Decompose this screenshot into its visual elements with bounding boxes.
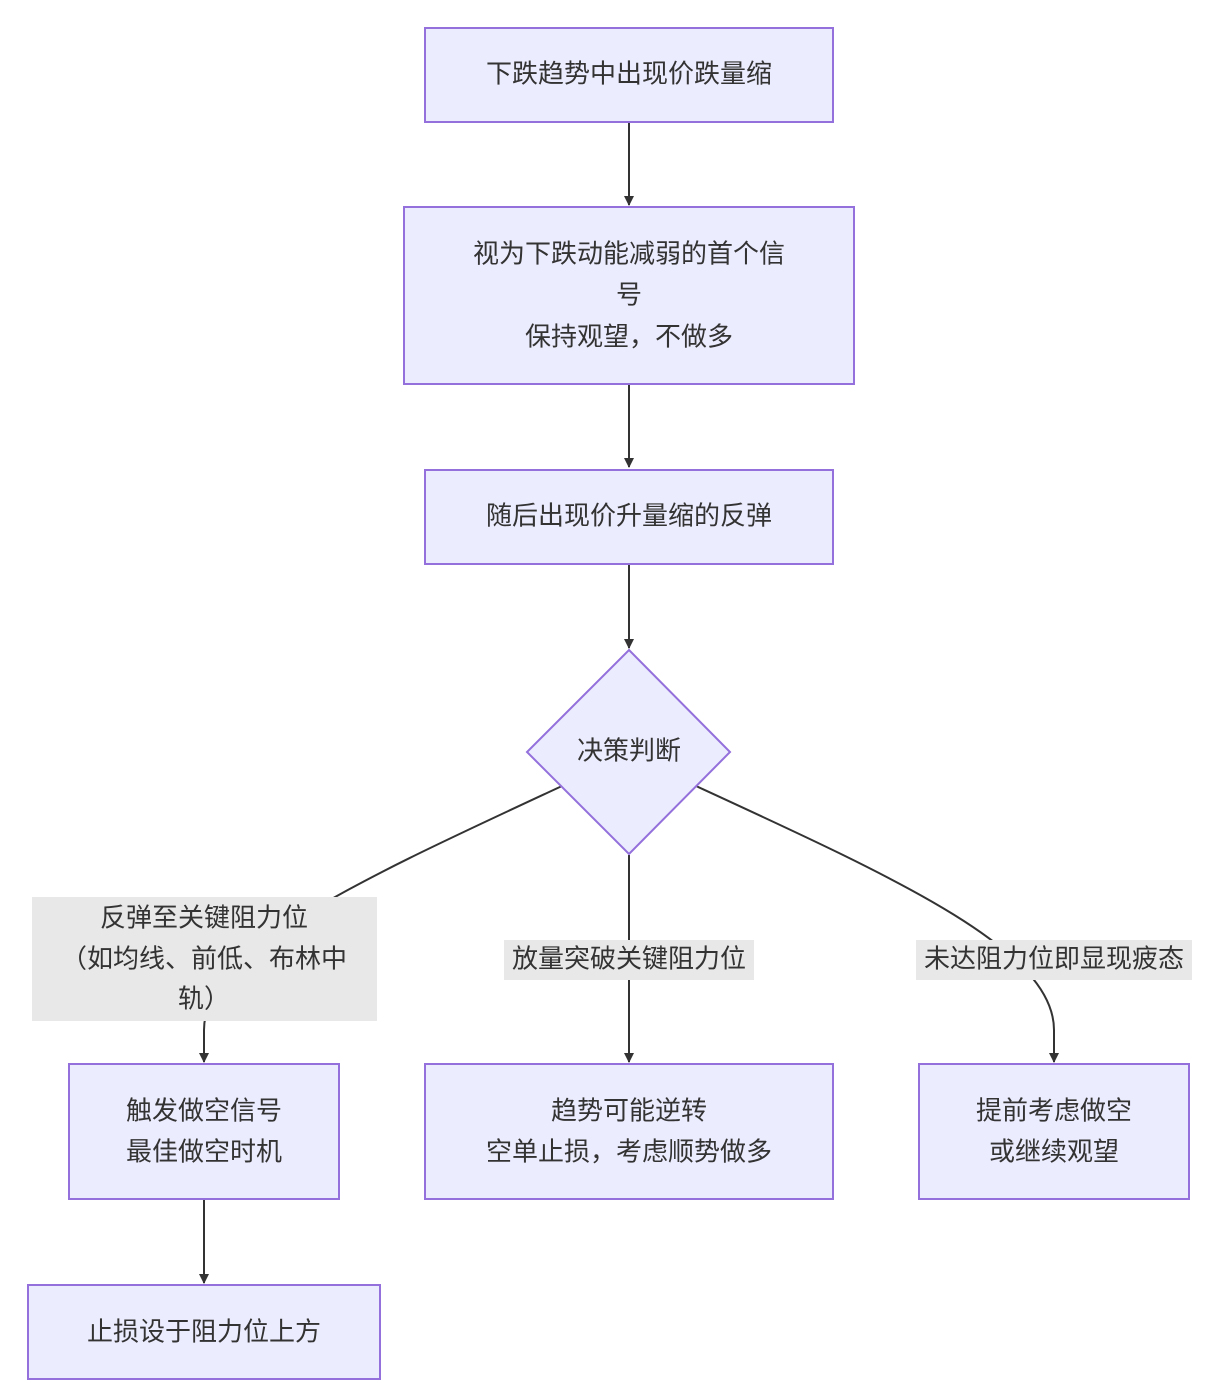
node-label: 空单止损，考虑顺势做多 (486, 1138, 772, 1168)
node-label: 最佳做空时机 (126, 1138, 282, 1168)
edge-label-line: （如均线、前低、布林中 (61, 945, 347, 975)
node-label: 视为下跌动能减弱的首个信 (473, 240, 785, 270)
node-label: 触发做空信号 (126, 1097, 282, 1127)
node-decision: 决策判断 (525, 648, 732, 856)
node-label: 随后出现价升量缩的反弹 (486, 502, 772, 532)
node-label: 下跌趋势中出现价跌量缩 (486, 60, 772, 90)
edge-label-line: 未达阻力位即显现疲态 (924, 945, 1184, 975)
edge-label-line: 反弹至关键阻力位 (100, 904, 308, 934)
node-early-short: 提前考虑做空 或继续观望 (918, 1063, 1190, 1200)
edge-label-to-short-signal: 反弹至关键阻力位 （如均线、前低、布林中 轨） (32, 897, 377, 1021)
node-start: 下跌趋势中出现价跌量缩 (424, 27, 834, 123)
node-short-signal: 触发做空信号 最佳做空时机 (68, 1063, 340, 1200)
edge-label-to-reversal: 放量突破关键阻力位 (504, 940, 754, 980)
node-label: 提前考虑做空 (976, 1097, 1132, 1127)
node-stop-loss: 止损设于阻力位上方 (27, 1284, 381, 1380)
edge-label-line: 轨） (178, 985, 230, 1015)
node-signal: 视为下跌动能减弱的首个信 号 保持观望，不做多 (403, 206, 855, 385)
node-label: 号 (616, 281, 642, 311)
node-reversal: 趋势可能逆转 空单止损，考虑顺势做多 (424, 1063, 834, 1200)
node-label: 止损设于阻力位上方 (87, 1318, 321, 1348)
edge-label-to-early-short: 未达阻力位即显现疲态 (916, 940, 1192, 980)
edge-label-line: 放量突破关键阻力位 (512, 945, 746, 975)
node-rebound: 随后出现价升量缩的反弹 (424, 469, 834, 565)
node-label: 保持观望，不做多 (525, 323, 733, 353)
node-label: 决策判断 (577, 737, 681, 767)
node-label: 或继续观望 (989, 1138, 1119, 1168)
edge-decision-to-early-short (695, 785, 1059, 1063)
node-label: 趋势可能逆转 (551, 1097, 707, 1127)
